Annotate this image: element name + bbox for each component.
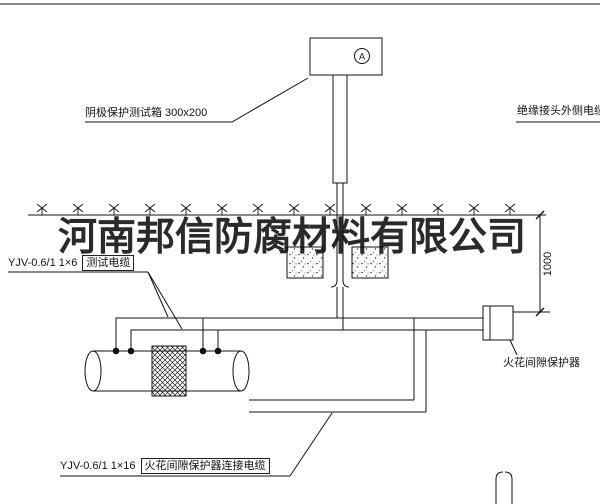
dimension-1000: 1000 (513, 210, 554, 317)
spark-cable-label: YJV-0.6/1 1×16 火花间隙保护器连接电缆 (60, 458, 270, 474)
dimension-text: 1000 (542, 252, 554, 276)
pipeline (84, 345, 250, 397)
foundation-right (351, 246, 389, 279)
meter-symbol-icon (354, 48, 370, 64)
foundation-left (286, 246, 324, 279)
test-box: A (309, 37, 383, 76)
test-cable-name: 测试电缆 (82, 255, 135, 271)
test-cable-label: YJV-0.6/1 1×6 测试电缆 (8, 255, 135, 271)
spark-gap-leader (509, 339, 518, 356)
spark-cable-name: 火花间隙保护器连接电缆 (140, 458, 270, 474)
leader-lines (8, 77, 600, 477)
spark-gap-protector-label: 火花间隙保护器 (503, 357, 580, 369)
spark-gap-protector (482, 305, 518, 356)
buried-conduit (330, 215, 350, 288)
insulating-joint (151, 345, 187, 397)
outer-cable-label: 绝缘接头外侧电缆 (517, 105, 600, 117)
test-box-label: 阴极保护测试箱 300x200 (85, 107, 208, 119)
conduit-riser (332, 74, 348, 215)
test-cables (115, 287, 483, 351)
meter-letter: A (359, 52, 365, 62)
pipe-clamp-symbol (495, 471, 513, 504)
spark-cable-spec: YJV-0.6/1 1×16 (60, 460, 136, 472)
test-cable-spec: YJV-0.6/1 1×6 (8, 257, 78, 269)
spark-gap-cables (249, 318, 427, 413)
company-watermark: 河南邦信防腐材料有限公司 (58, 216, 527, 259)
